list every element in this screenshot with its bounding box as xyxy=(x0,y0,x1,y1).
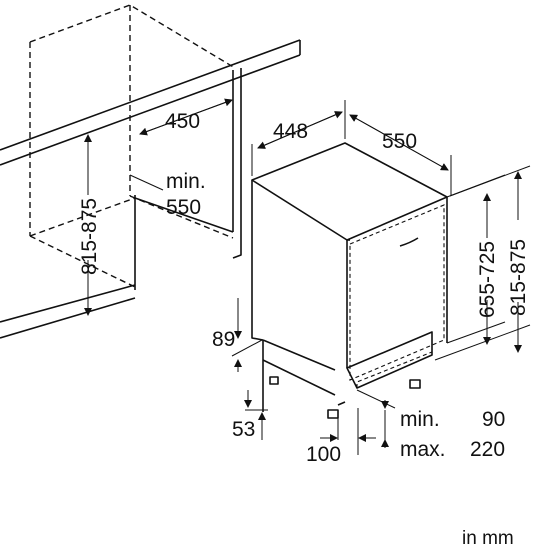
dim-min-90-label: min. xyxy=(400,408,440,431)
niche-outline xyxy=(29,4,236,288)
dim-min-label: min. xyxy=(166,170,206,193)
dim-max-220-label: max. xyxy=(400,438,446,461)
dim-max-220-value: 220 xyxy=(470,438,505,461)
dim-plinth-range-group: min. 90 max. 220 xyxy=(356,389,505,461)
dim-niche-height: 815-875 xyxy=(78,198,101,275)
dishwasher-body xyxy=(251,142,448,419)
dim-niche-height-group: 815-875 xyxy=(78,134,101,316)
dim-total-height-group: 815-875 xyxy=(434,165,531,361)
dim-450: 450 xyxy=(165,110,200,133)
dim-550: 550 xyxy=(382,130,417,153)
unit-note: in mm xyxy=(462,528,514,549)
dim-53: 53 xyxy=(232,418,255,441)
dim-total-height: 815-875 xyxy=(507,239,530,316)
dim-100-group: 100 xyxy=(306,408,376,466)
niche-floor xyxy=(0,284,136,339)
dim-89: 89 xyxy=(212,328,235,351)
dim-448-group: 448 xyxy=(251,100,346,176)
niche-side-panel xyxy=(134,68,242,290)
dim-655-725: 655-725 xyxy=(476,241,499,318)
dim-min-550: 550 xyxy=(166,196,201,219)
dim-min-90-value: 90 xyxy=(482,408,505,431)
dim-550-group: 550 xyxy=(349,114,452,195)
dim-100: 100 xyxy=(306,443,341,466)
dim-89-group: 89 xyxy=(212,298,263,372)
dim-min-550-group: min. 550 xyxy=(129,170,206,219)
worktop xyxy=(0,39,301,166)
dim-53-group: 53 xyxy=(232,390,268,441)
dim-655-725-group: 655-725 xyxy=(446,174,506,345)
dim-450-group: 450 xyxy=(139,98,233,136)
dim-448: 448 xyxy=(273,120,308,143)
